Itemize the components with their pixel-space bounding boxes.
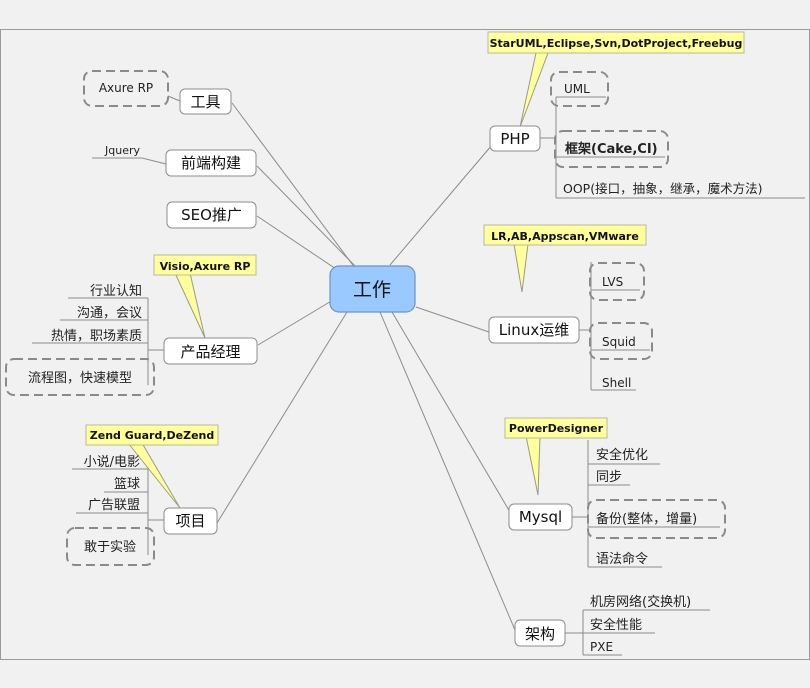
sub-connectors-left — [32, 95, 181, 555]
leaf-linux-0[interactable]: LVS — [602, 275, 623, 289]
leaf-project-2[interactable]: 广告联盟 — [88, 498, 140, 513]
branch-arch[interactable]: 架构 — [514, 619, 566, 647]
leaves-left: Axure RP Jquery 行业认知 沟通，会议 热情，职场素质 流程图，快… — [28, 81, 153, 555]
callout-pm-text: Visio,Axure RP — [160, 260, 251, 273]
leaf-project-3[interactable]: 敢于实验 — [84, 539, 136, 555]
branch-mysql-label: Mysql — [519, 508, 562, 526]
dashed-boundaries — [5, 70, 726, 566]
callout-pointers — [126, 52, 549, 509]
branch-arch-label: 架构 — [525, 625, 555, 643]
branch-linux-label: Linux运维 — [499, 321, 569, 339]
leaf-project-0[interactable]: 小说/电影 — [84, 455, 140, 470]
leaf-php-2[interactable]: OOP(接口，抽象，继承，魔术方法) — [563, 181, 762, 196]
connector-pm — [257, 299, 334, 346]
leaf-php-1[interactable]: 框架(Cake,CI) — [565, 141, 658, 157]
branch-seo[interactable]: SEO推广 — [166, 201, 257, 229]
leaf-pm-3[interactable]: 流程图，快速模型 — [28, 371, 132, 386]
leaf-pm-1[interactable]: 沟通，会议 — [77, 306, 142, 321]
connector-project — [216, 311, 348, 524]
central-node[interactable]: 工作 — [329, 265, 416, 313]
leaf-pm-0[interactable]: 行业认知 — [90, 283, 142, 299]
callout-linux-text: LR,AB,Appscan,VMware — [491, 230, 639, 243]
leaf-tools-0[interactable]: Axure RP — [99, 81, 153, 95]
branch-tools-label: 工具 — [190, 93, 220, 111]
connector-php — [389, 144, 493, 266]
leaf-arch-0[interactable]: 机房网络(交换机) — [590, 594, 691, 610]
callout-mysql-text: PowerDesigner — [509, 422, 604, 435]
connector-tools — [231, 102, 356, 269]
leaf-mysql-3[interactable]: 语法命令 — [596, 551, 648, 567]
callouts: StarUML,Eclipse,Svn,DotProject,Freebug L… — [85, 31, 745, 446]
callout-mysql: PowerDesigner — [504, 417, 608, 439]
branch-pm[interactable]: 产品经理 — [163, 337, 258, 365]
connector-seo — [256, 215, 346, 276]
connector-frontend — [256, 165, 358, 269]
leaf-php-0[interactable]: UML — [564, 82, 590, 96]
branch-project[interactable]: 项目 — [163, 507, 218, 535]
central-node-label: 工作 — [353, 279, 391, 301]
leaf-project-1[interactable]: 篮球 — [114, 477, 140, 492]
connector-mysql — [391, 311, 511, 513]
callout-project-text: Zend Guard,DeZend — [90, 429, 214, 442]
leaf-frontend-0[interactable]: Jquery — [104, 144, 140, 157]
branch-tools[interactable]: 工具 — [179, 88, 232, 115]
callout-project: Zend Guard,DeZend — [85, 424, 219, 446]
branch-mysql[interactable]: Mysql — [508, 503, 573, 531]
leaf-mysql-0[interactable]: 安全优化 — [596, 447, 648, 463]
sub-connectors-right — [540, 96, 805, 656]
leaf-pm-2[interactable]: 热情，职场素质 — [51, 329, 142, 344]
leaves-right: UML 框架(Cake,CI) OOP(接口，抽象，继承，魔术方法) LVS S… — [563, 82, 762, 654]
callout-php-text: StarUML,Eclipse,Svn,DotProject,Freebug — [490, 37, 743, 50]
callout-pm: Visio,Axure RP — [153, 254, 257, 276]
branch-pm-label: 产品经理 — [180, 343, 240, 361]
leaf-mysql-1[interactable]: 同步 — [596, 470, 622, 485]
branch-linux[interactable]: Linux运维 — [488, 316, 580, 344]
callout-php: StarUML,Eclipse,Svn,DotProject,Freebug — [487, 31, 745, 54]
branch-frontend-label: 前端构建 — [181, 154, 241, 172]
connectors — [216, 102, 516, 631]
leaf-mysql-2[interactable]: 备份(整体，增量) — [596, 511, 697, 527]
branch-php-label: PHP — [500, 130, 529, 148]
leaf-arch-1[interactable]: 安全性能 — [590, 617, 642, 633]
leaf-linux-2[interactable]: Shell — [602, 376, 631, 390]
leaf-arch-2[interactable]: PXE — [590, 640, 613, 654]
branch-php[interactable]: PHP — [489, 125, 541, 152]
branch-frontend[interactable]: 前端构建 — [165, 149, 257, 177]
leaf-linux-1[interactable]: Squid — [602, 335, 636, 349]
callout-linux: LR,AB,Appscan,VMware — [483, 224, 647, 246]
branch-seo-label: SEO推广 — [181, 206, 242, 224]
connector-linux — [415, 306, 490, 333]
branch-project-label: 项目 — [175, 512, 205, 530]
connector-arch — [379, 311, 516, 631]
branch-nodes: 工具 前端构建 SEO推广 产品经理 项目 PHP Linux运维 Mysql — [163, 88, 580, 647]
